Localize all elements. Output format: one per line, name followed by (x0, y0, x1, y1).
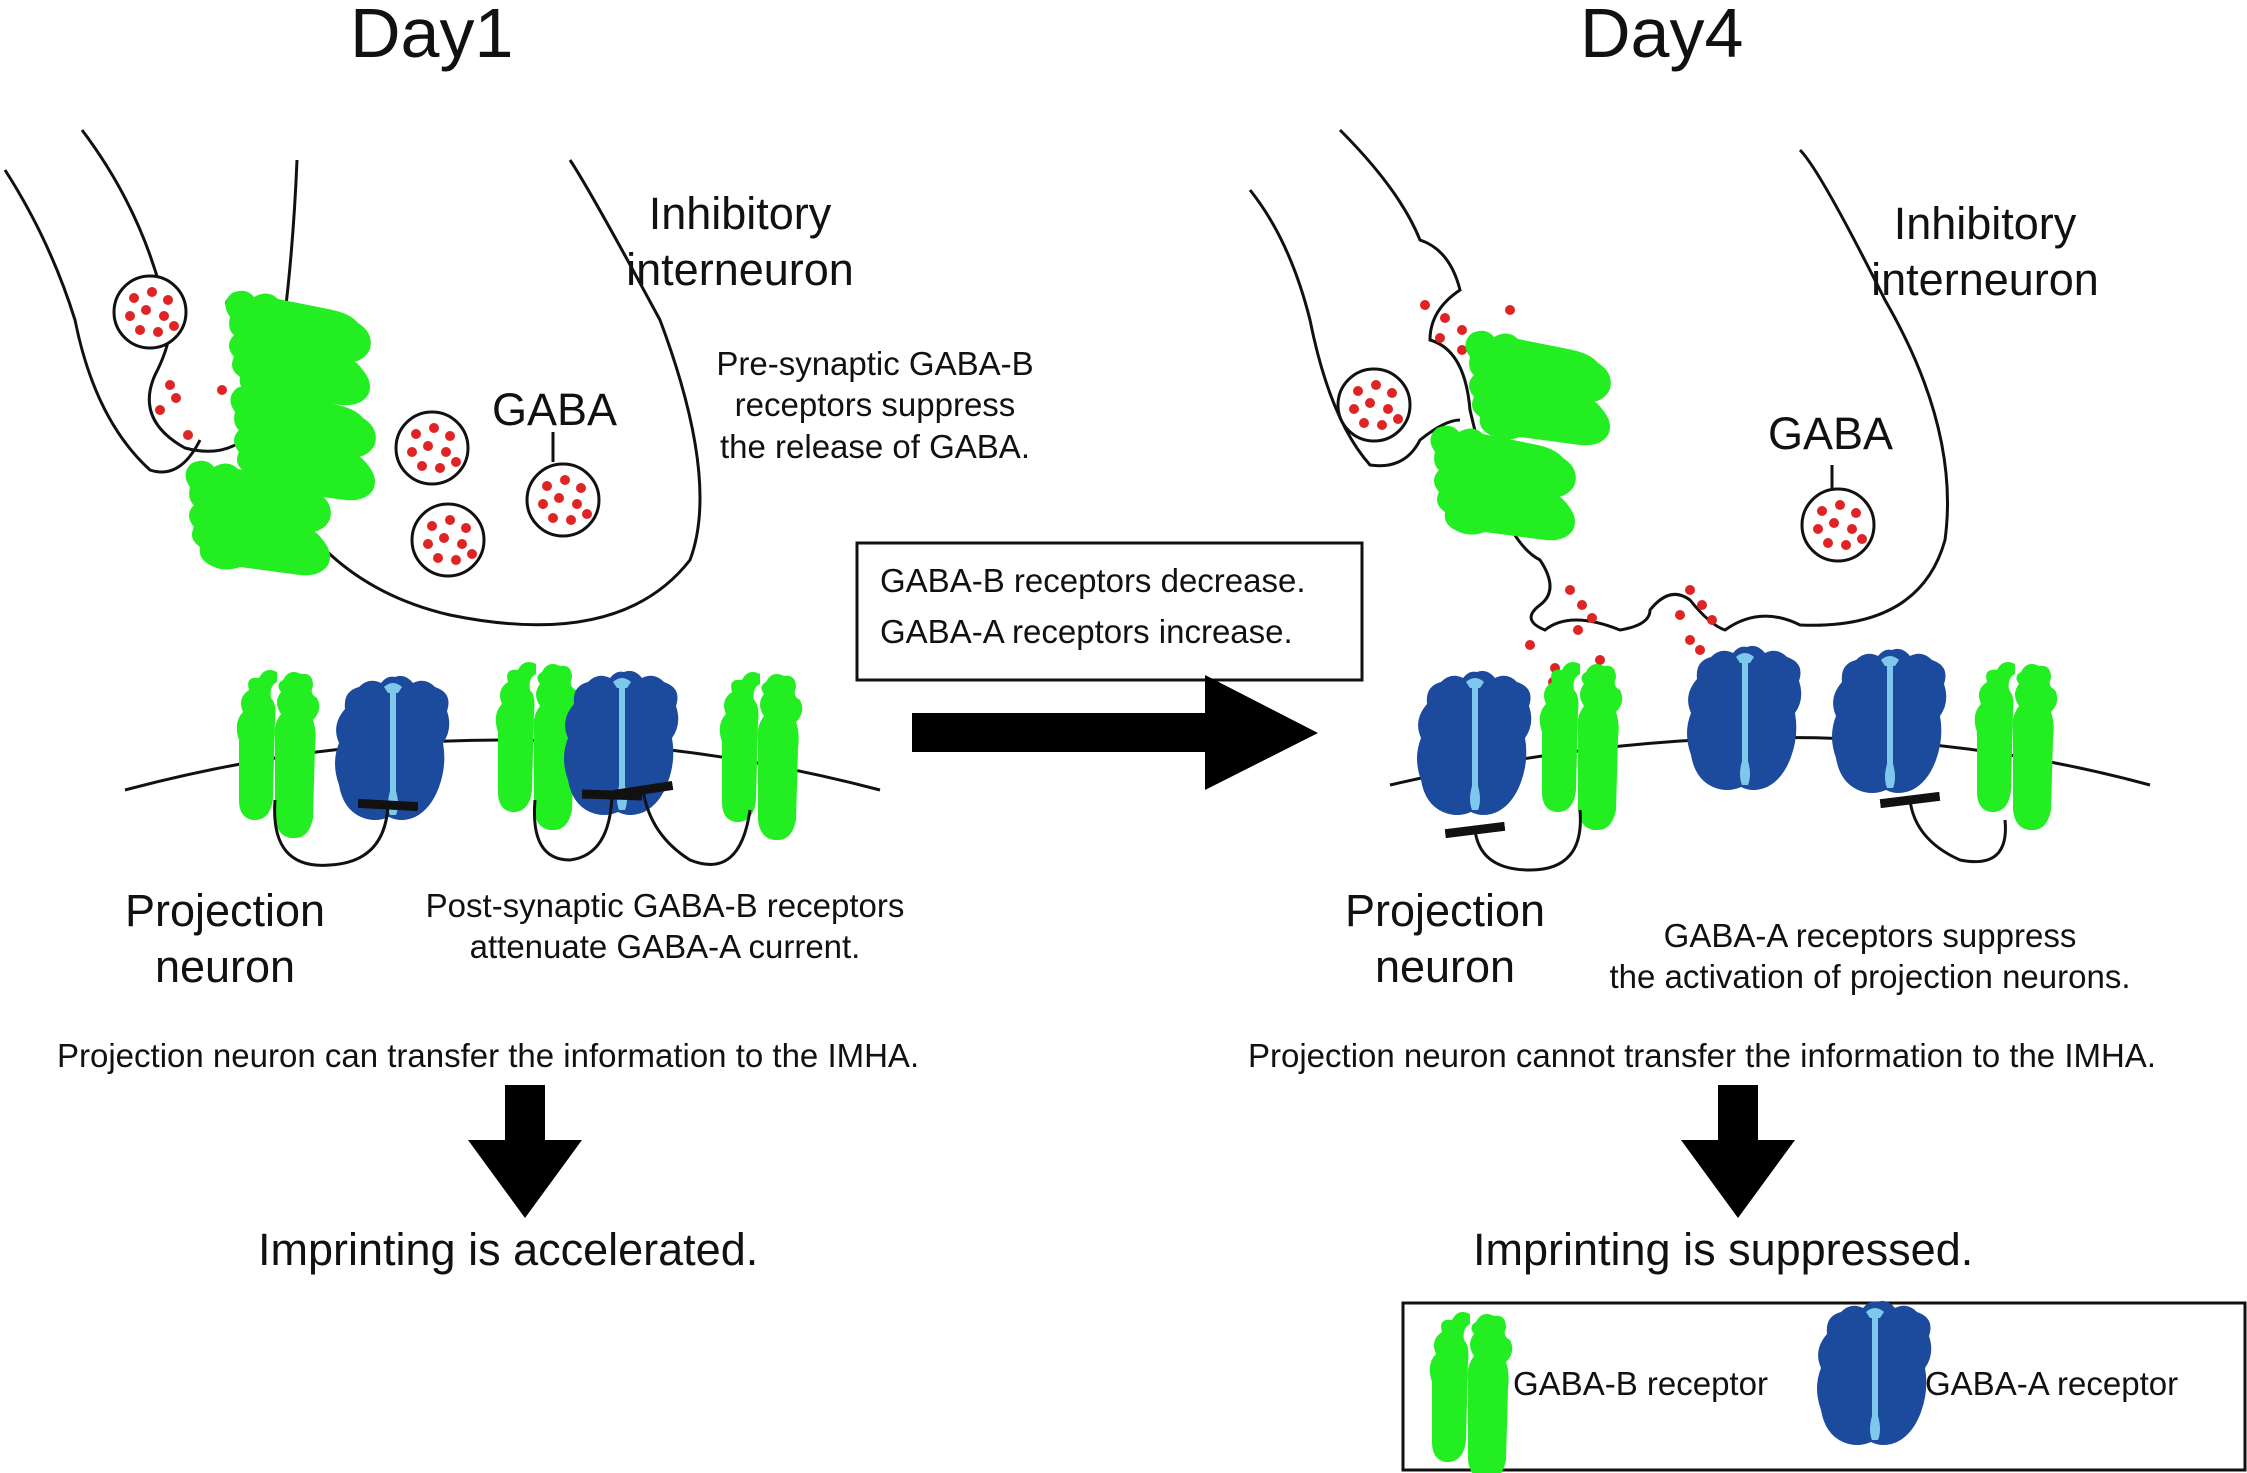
legend-gabaa-label: GABA-A receptor (1925, 1365, 2179, 1402)
day1-gaba-vesicle-labeled (525, 462, 601, 538)
legend-gabab-label: GABA-B receptor (1513, 1365, 1768, 1402)
day4-title: Day4 (1580, 0, 1744, 72)
day4-gabaa-receptor (1832, 648, 1947, 793)
day1-gaba-vesicle (112, 274, 188, 350)
legend-gabaa-icon (1817, 1300, 1932, 1445)
day1-gabaa-receptor (564, 670, 679, 815)
day1-interneuron-membrane (80, 129, 702, 627)
day1-gabab-receptor (236, 670, 320, 838)
day1-gaba-vesicle (394, 410, 470, 486)
day1-transfer-text: Projection neuron can transfer the infor… (57, 1037, 920, 1074)
day4-gabaa-receptor (1687, 645, 1802, 790)
day1-gabab-receptor (719, 672, 803, 840)
day4-transfer-text: Projection neuron cannot transfer the in… (1248, 1037, 2156, 1074)
day1-gabaa-receptor (335, 675, 450, 820)
day1-inhibition-arrows (273, 780, 752, 867)
day4-panel (1248, 128, 2151, 1218)
day4-interneuron-left-edge (1248, 189, 1461, 468)
day4-gabab-receptor (1974, 662, 2058, 830)
day1-interneuron-left-edge (3, 169, 202, 474)
day4-gaba-label: GABA (1768, 408, 1894, 459)
change-box-text: GABA-B receptors decrease.GABA-A recepto… (880, 562, 1306, 651)
day1-panel (3, 129, 881, 1218)
day4-gabab-receptor (1539, 662, 1623, 830)
day1-outcome: Imprinting is accelerated. (258, 1224, 759, 1275)
day4-gabaa-receptor (1417, 670, 1532, 815)
day4-inhibition-arrows (1444, 791, 2007, 872)
day4-presynaptic-gabab-receptor (1465, 330, 1611, 446)
change-box-frame (855, 541, 1364, 682)
day4-outcome: Imprinting is suppressed. (1473, 1224, 1974, 1275)
day1-title: Day1 (350, 0, 514, 72)
day4-down-arrow (1681, 1085, 1795, 1218)
day4-presynaptic-gabab-receptor (1430, 425, 1576, 541)
day1-gaba-label: GABA (492, 384, 618, 435)
day4-gaba-vesicle (1336, 367, 1412, 443)
day4-interneuron-membrane (1338, 128, 1949, 632)
day4-gaba-vesicle-labeled (1800, 487, 1876, 563)
transition-arrow (912, 675, 1318, 790)
day1-gaba-vesicle (410, 502, 486, 578)
day4-released-gaba (1420, 300, 1775, 715)
day1-down-arrow (468, 1085, 582, 1218)
